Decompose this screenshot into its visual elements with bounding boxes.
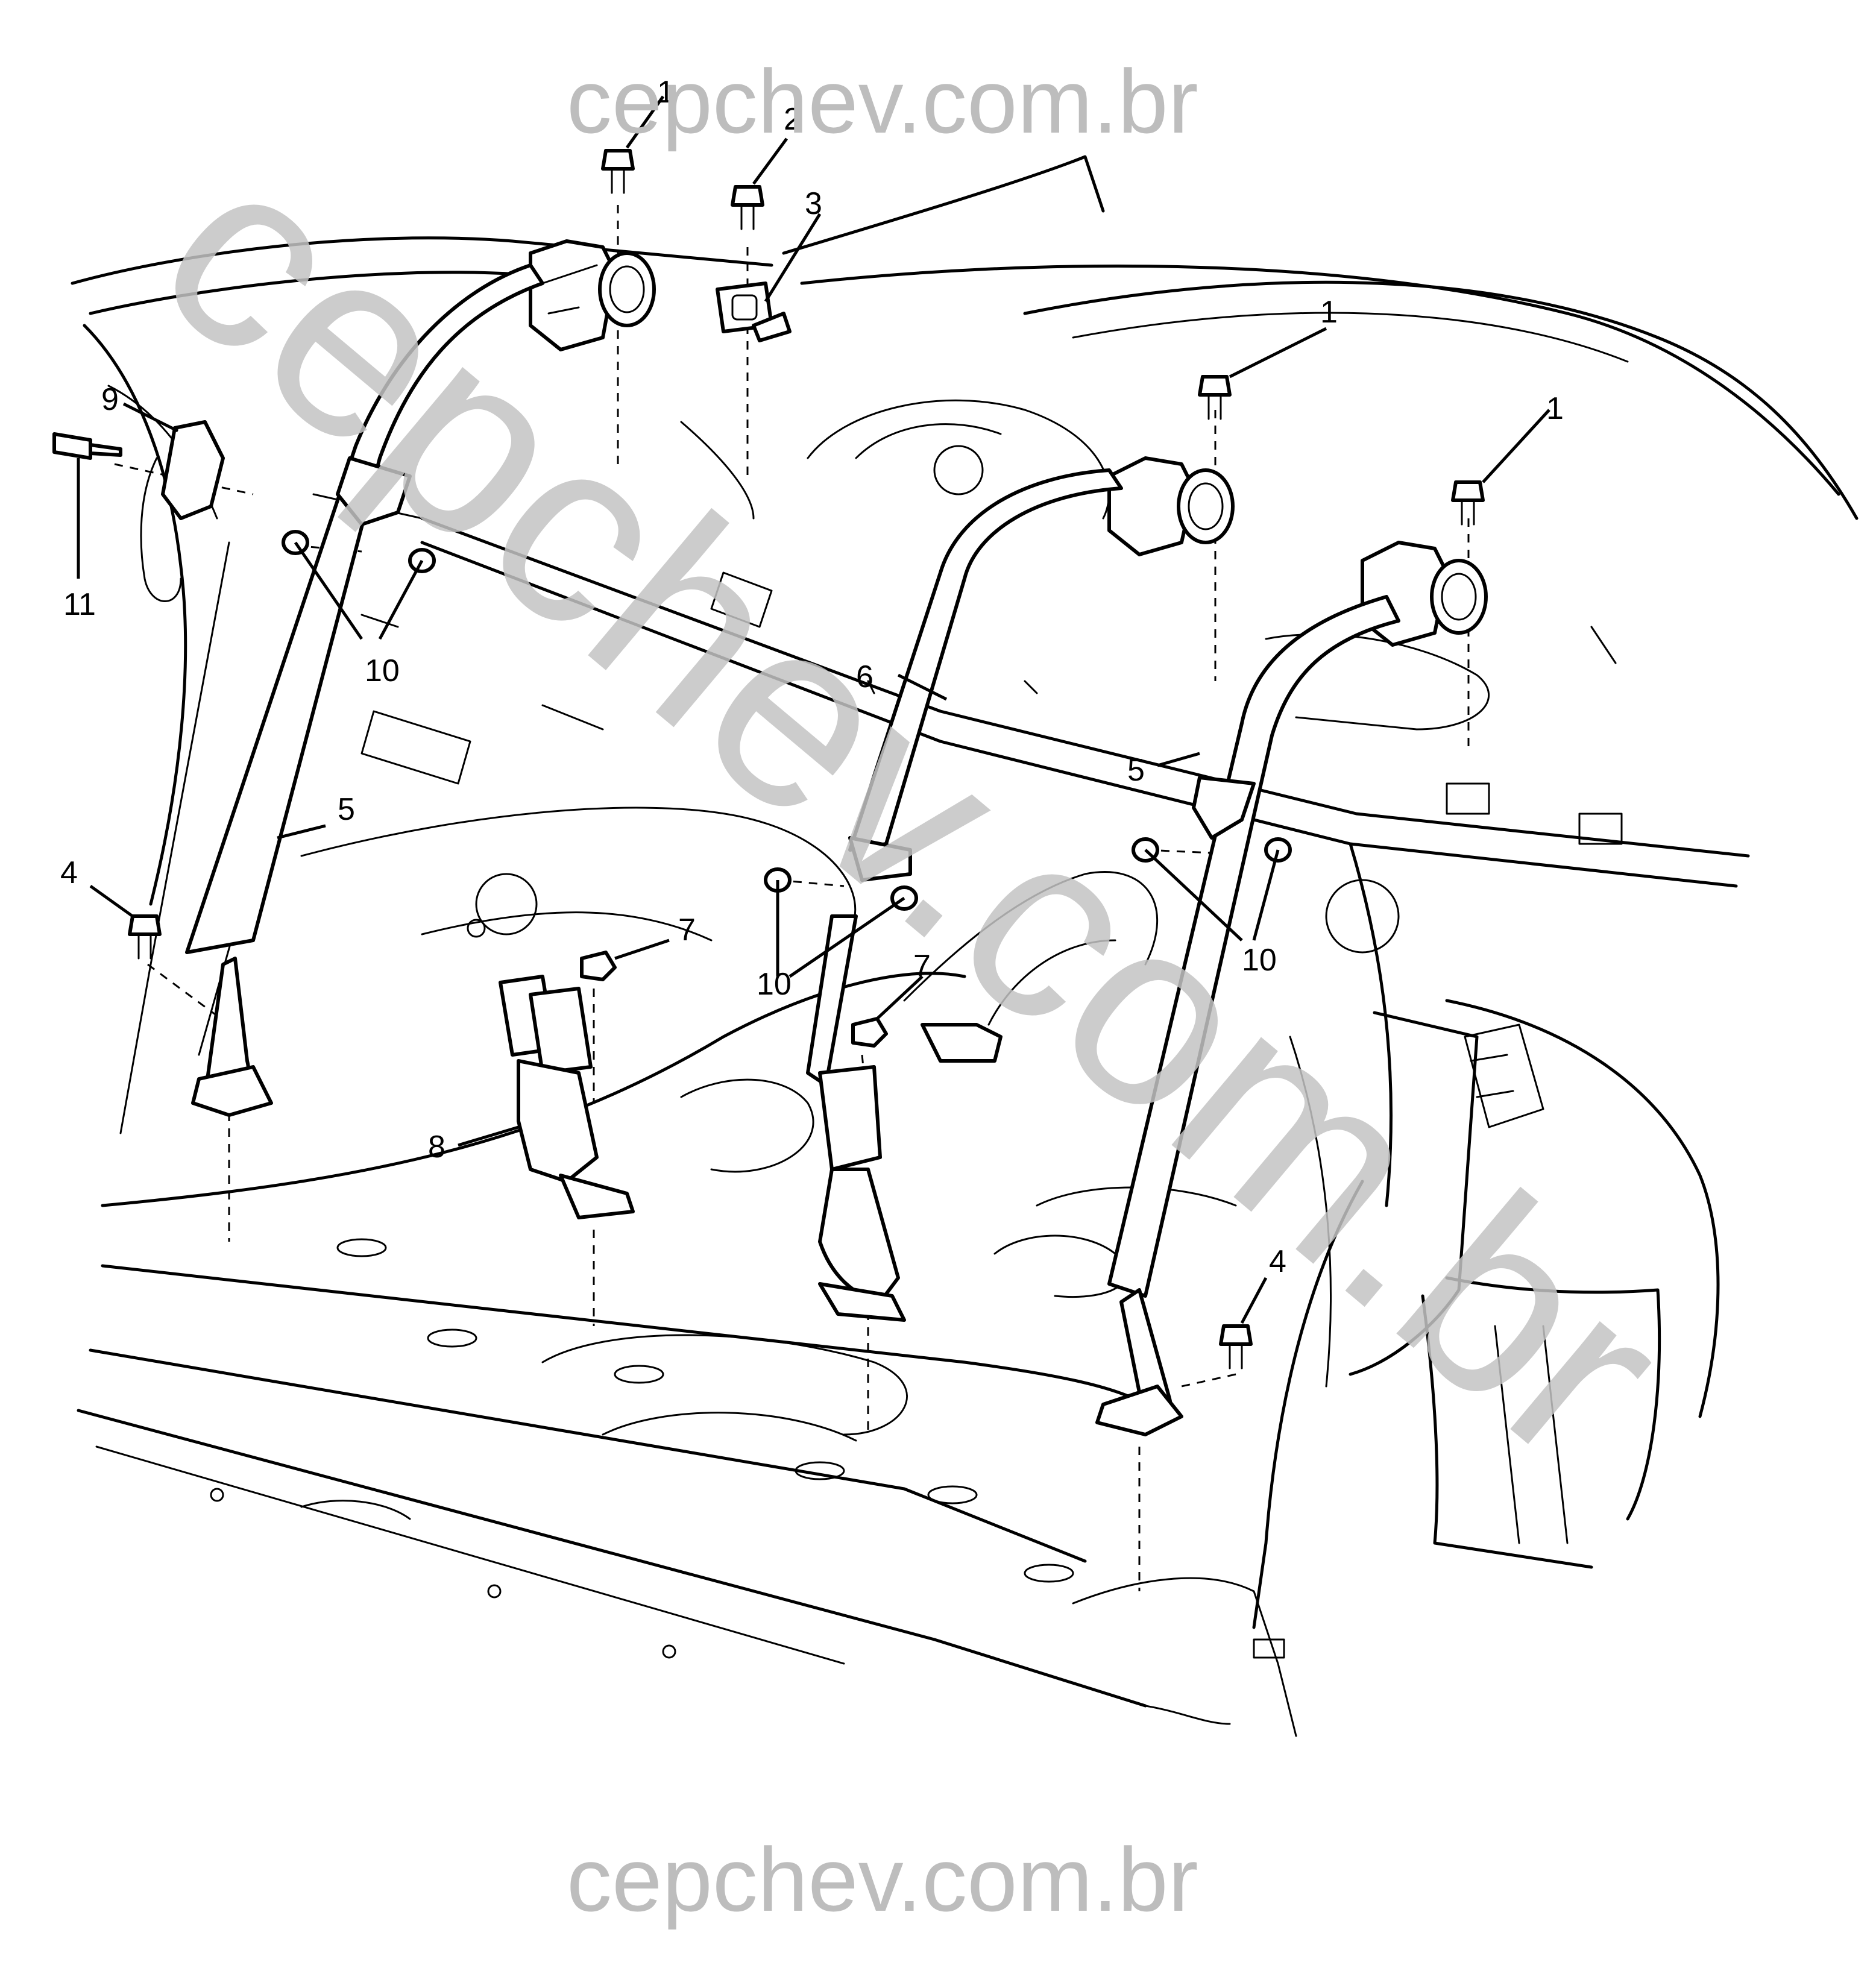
buckle-assembly-8 xyxy=(499,975,635,1219)
vehicle-body-structure xyxy=(71,155,1859,1737)
callout-9: 9 xyxy=(101,382,119,417)
callout-10-center: 10 xyxy=(757,967,792,1002)
left-shoulder-belt xyxy=(185,263,544,1117)
left-retractor-assembly xyxy=(529,239,656,351)
callout-6: 6 xyxy=(856,659,873,694)
callout-labels: 1 2 3 1 1 9 11 10 6 5 5 4 7 7 10 10 8 4 xyxy=(60,75,1564,1279)
callout-2: 2 xyxy=(784,102,801,137)
right-retractor-assembly xyxy=(1361,541,1488,647)
push-pin-11 xyxy=(52,432,122,460)
callout-leader-lines xyxy=(77,95,1550,1324)
callout-8: 8 xyxy=(428,1130,445,1165)
callout-10-right: 10 xyxy=(1242,943,1277,978)
callout-1-right: 1 xyxy=(1320,295,1338,330)
right-shoulder-belt xyxy=(1095,595,1400,1436)
plug-grommets-10 xyxy=(282,530,1292,911)
retainer-9 xyxy=(140,420,225,602)
callout-7-left: 7 xyxy=(678,913,696,948)
center-retractor-assembly xyxy=(1107,456,1235,556)
callout-11: 11 xyxy=(63,587,96,622)
callout-4-left: 4 xyxy=(60,855,78,890)
callout-3: 3 xyxy=(805,186,822,221)
buckle-anchor-bracket xyxy=(921,1023,1003,1063)
callout-4-right: 4 xyxy=(1269,1244,1286,1279)
callout-1-top-left: 1 xyxy=(657,75,675,110)
d-ring-guide-3 xyxy=(716,281,792,342)
callout-10-left: 10 xyxy=(365,653,400,688)
watermark-bottom: cepchev.com.br xyxy=(567,1829,1198,1930)
callout-1-far-right: 1 xyxy=(1546,391,1564,426)
callout-5-left: 5 xyxy=(338,792,355,827)
watermark-top: cepchev.com.br xyxy=(567,51,1198,152)
callout-5-right: 5 xyxy=(1127,753,1145,788)
center-belt-buckle xyxy=(818,1065,906,1322)
callout-7-right: 7 xyxy=(913,949,931,984)
bolts xyxy=(128,149,1485,1369)
